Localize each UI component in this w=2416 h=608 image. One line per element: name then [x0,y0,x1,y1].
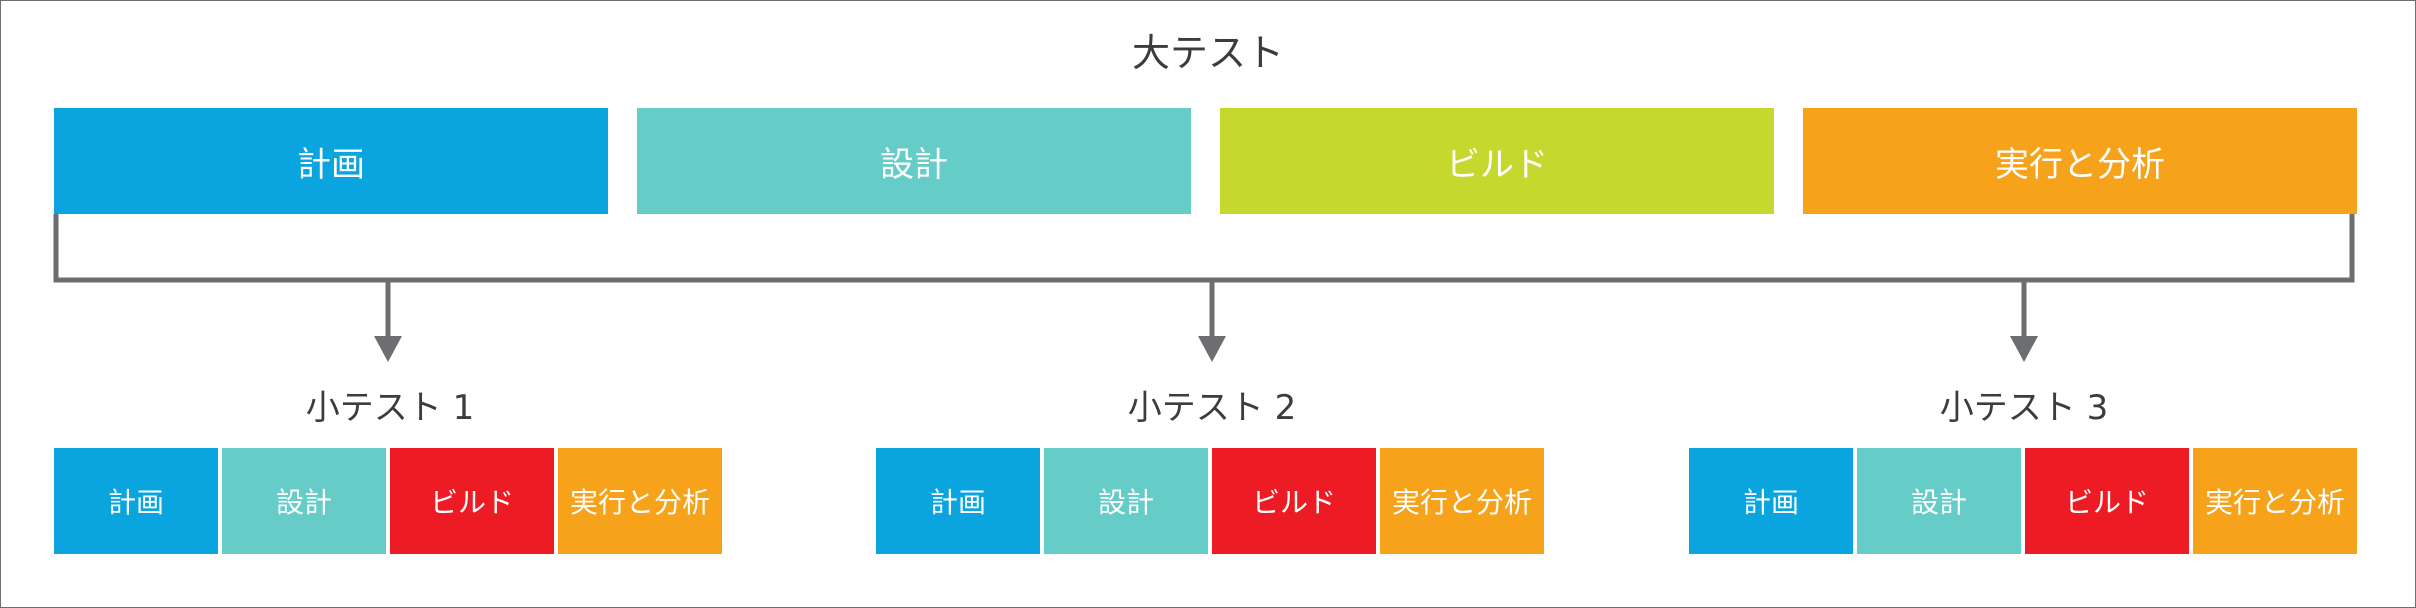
mini-2-build: ビルド [1212,448,1376,554]
arrow-head-2 [1198,336,1226,362]
mini-1-build: ビルド [390,448,554,554]
mini-1-run-analyze: 実行と分析 [558,448,722,554]
bracket-line [53,214,2355,283]
mini-test-2-title: 小テスト 2 [1127,388,1297,428]
mini-3-plan: 計画 [1689,448,1853,554]
diagram-title: 大テスト [1131,31,1284,75]
arrow-head-1 [374,336,402,362]
mini-3-build: ビルド [2025,448,2189,554]
mini-2-run-analyze: 実行と分析 [1380,448,1544,554]
mini-2-plan: 計画 [876,448,1040,554]
mini-test-3-title: 小テスト 3 [1939,388,2109,428]
mini-3-run-analyze: 実行と分析 [2193,448,2357,554]
mini-test-1-title: 小テスト 1 [305,388,475,428]
arrow-head-3 [2010,336,2038,362]
main-phase-plan: 計画 [54,108,608,214]
main-phase-build: ビルド [1220,108,1774,214]
main-phase-run-analyze: 実行と分析 [1803,108,2357,214]
mini-1-design: 設計 [222,448,386,554]
mini-2-design: 設計 [1044,448,1208,554]
mini-1-plan: 計画 [54,448,218,554]
main-phase-design: 設計 [637,108,1191,214]
mini-3-design: 設計 [1857,448,2021,554]
